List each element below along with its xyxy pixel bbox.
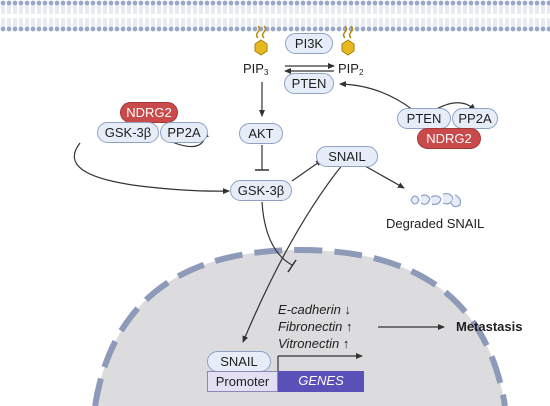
pten-node-right: PTEN [397, 108, 451, 129]
gene-effect-vitronectin-name: Vitronectin [278, 336, 340, 351]
akt-inhibits-gsk3b [255, 145, 269, 171]
gene-effect-ecadherin-name: E-cadherin [278, 302, 341, 317]
pip3-label-sub: 3 [263, 68, 269, 77]
snail-node-top: SNAIL [316, 146, 378, 167]
nucleus [92, 246, 508, 406]
gsk3b-node-center: GSK-3β [230, 180, 292, 201]
ndrg2-node-right: NDRG2 [417, 128, 481, 149]
gene-effect-fibronectin-name: Fibronectin [278, 319, 343, 334]
snail-nuclear-translocation-arrow [242, 163, 344, 343]
pip3-label-main: PIP [243, 61, 264, 76]
gsk3b-inhibits-nuclear-entry [261, 201, 297, 273]
gene-effect-vitronectin-direction: ↑ [342, 336, 350, 351]
pp2a-node-right: PP2A [452, 108, 498, 129]
genes-box: GENES [278, 371, 364, 392]
gsk3b-to-snail-arrow [291, 159, 323, 182]
pp2a-node-left: PP2A [160, 122, 208, 143]
degraded-snail-icon [410, 192, 462, 208]
metastasis-label: Metastasis [456, 319, 523, 334]
snail-node-nucleus: SNAIL [207, 351, 271, 372]
ndrg2-node-left: NDRG2 [120, 102, 178, 123]
gene-effect-ecadherin-direction: ↓ [344, 302, 352, 317]
gsk3b-complex-to-gsk3b-arrow [73, 142, 230, 195]
pten-complex-to-pten-arrow [339, 81, 414, 111]
promoter-box: Promoter [207, 371, 278, 392]
gene-effect-ecadherin: E-cadherin ↓ [278, 302, 352, 319]
pip2-label-main: PIP [338, 61, 359, 76]
gene-effects-list: E-cadherin ↓ Fibronectin ↑ Vitronectin ↑ [278, 302, 352, 353]
lipid-anchor-right [341, 25, 355, 56]
akt-node: AKT [239, 123, 283, 144]
gene-effect-vitronectin: Vitronectin ↑ [278, 336, 352, 353]
cell-membrane [0, 0, 550, 32]
gene-effect-fibronectin-direction: ↑ [345, 319, 353, 334]
gsk3b-node-left: GSK-3β [97, 122, 159, 143]
gene-effect-fibronectin: Fibronectin ↑ [278, 319, 352, 336]
transcription-start-arrow [277, 353, 363, 372]
degraded-snail-label: Degraded SNAIL [386, 216, 485, 231]
pip2-label: PIP2 [338, 61, 363, 77]
lipid-anchor-left [254, 25, 268, 56]
pi3k-node: PI3K [285, 33, 333, 54]
pip3-pip2-conversion [284, 63, 335, 74]
pip3-label: PIP3 [243, 61, 268, 77]
pip2-label-sub: 2 [358, 68, 364, 77]
pten-node-top: PTEN [284, 73, 334, 94]
